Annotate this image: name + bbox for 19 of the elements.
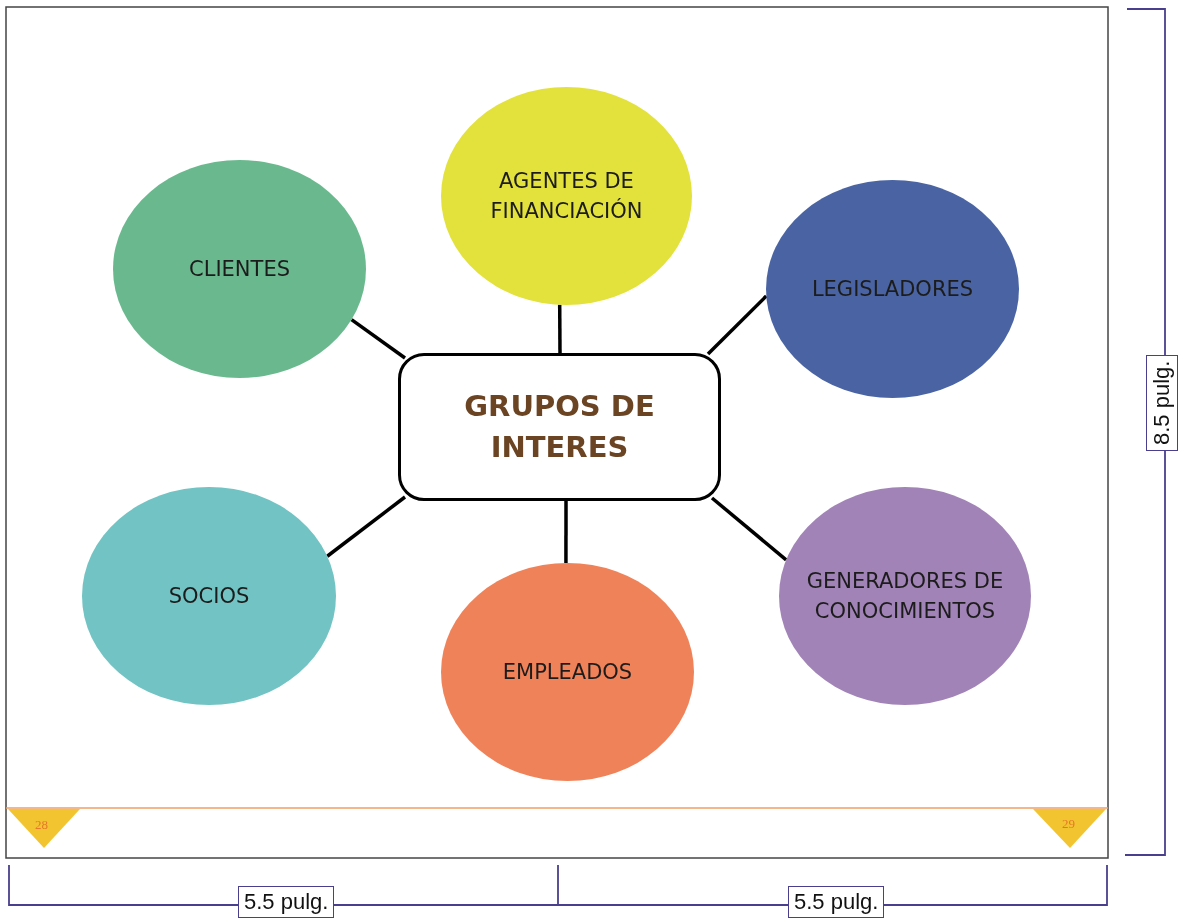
dimension-label: 8.5 pulg.: [1146, 354, 1178, 451]
stakeholder-label: GENERADORES DE CONOCIMIENTOS: [805, 567, 1005, 625]
central-topic: GRUPOS DE INTERES: [463, 388, 656, 466]
connector-line: [706, 294, 768, 356]
dimension-label: 5.5 pulg.: [238, 886, 335, 918]
stakeholder-label: SOCIOS: [167, 582, 251, 610]
central-topic-box: [398, 353, 721, 501]
stakeholder-label: AGENTES DE FINANCIACIÓN: [489, 167, 644, 225]
stakeholder-label: CLIENTES: [188, 255, 291, 283]
connector-line: [710, 496, 788, 562]
dimension-label: 5.5 pulg.: [788, 886, 885, 918]
stakeholder-label: LEGISLADORES: [810, 275, 975, 303]
connector-line: [557, 304, 562, 353]
page-number: 29: [1062, 816, 1075, 832]
page-number: 28: [35, 817, 48, 833]
stakeholder-label: EMPLEADOS: [501, 658, 634, 686]
connector-line: [350, 318, 407, 360]
connector-line: [326, 495, 407, 558]
connector-line: [564, 501, 568, 563]
